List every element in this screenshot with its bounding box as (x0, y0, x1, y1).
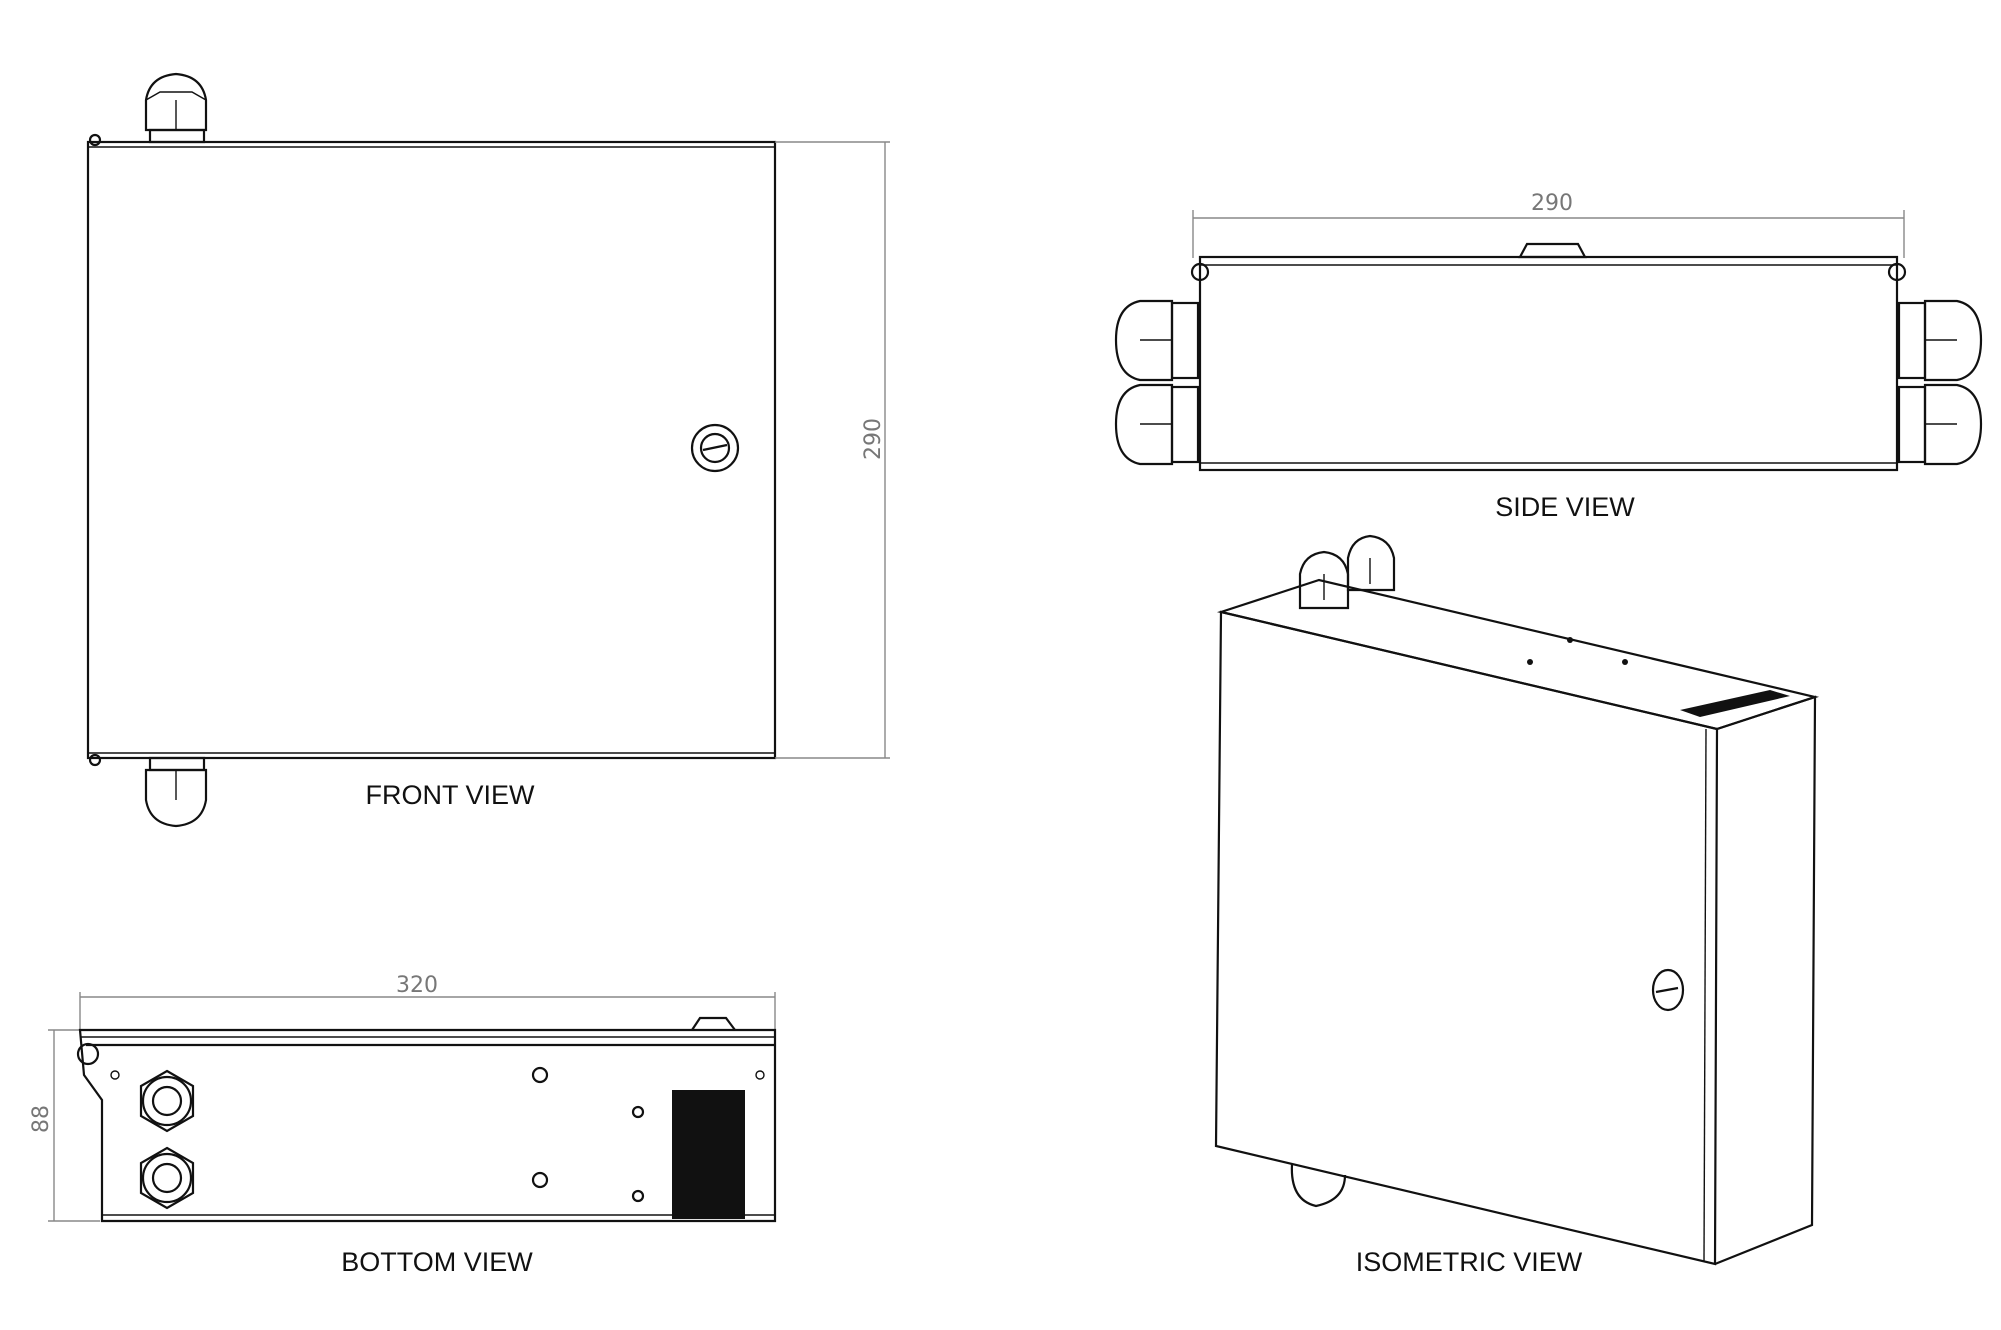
iso-vent (1680, 690, 1790, 717)
bottom-view: 320 88 BOTTOM VIEW (29, 973, 777, 1277)
front-enclosure-body (86, 140, 777, 760)
bottom-vent-plate (672, 1090, 745, 1219)
isometric-view: ISOMETRIC VIEW (1214, 534, 1820, 1277)
bottom-width-dimension-text: 320 (396, 973, 438, 998)
bottom-depth-dimension-text: 88 (29, 1105, 54, 1133)
screw-icon (76, 1042, 100, 1066)
side-view-label: SIDE VIEW (1495, 492, 1635, 522)
side-enclosure-body (1198, 255, 1899, 472)
side-view: 290 SIDE VIEW (1114, 191, 1983, 522)
bottom-gland-2 (139, 1146, 195, 1210)
lock-icon (1651, 968, 1685, 1012)
side-width-dimension-text: 290 (1531, 191, 1573, 216)
bottom-view-label: BOTTOM VIEW (341, 1247, 533, 1277)
cable-gland-bottom (144, 756, 208, 828)
side-glands-left (1114, 299, 1200, 466)
front-height-dimension-text: 290 (861, 418, 886, 460)
front-view-label: FRONT VIEW (365, 780, 535, 810)
iso-glands-top (1298, 534, 1396, 610)
iso-side-face (1714, 695, 1817, 1266)
side-glands-right (1897, 299, 1983, 466)
bottom-enclosure-body (78, 1028, 777, 1223)
height-dimension: 290 (775, 141, 890, 759)
front-view: 290 FRONT VIEW (86, 72, 890, 828)
lock-icon (690, 423, 740, 473)
bottom-gland-1 (139, 1069, 195, 1133)
isometric-view-label: ISOMETRIC VIEW (1356, 1247, 1583, 1277)
iso-gland-bottom (1290, 1163, 1347, 1208)
cable-gland-top (144, 72, 208, 144)
